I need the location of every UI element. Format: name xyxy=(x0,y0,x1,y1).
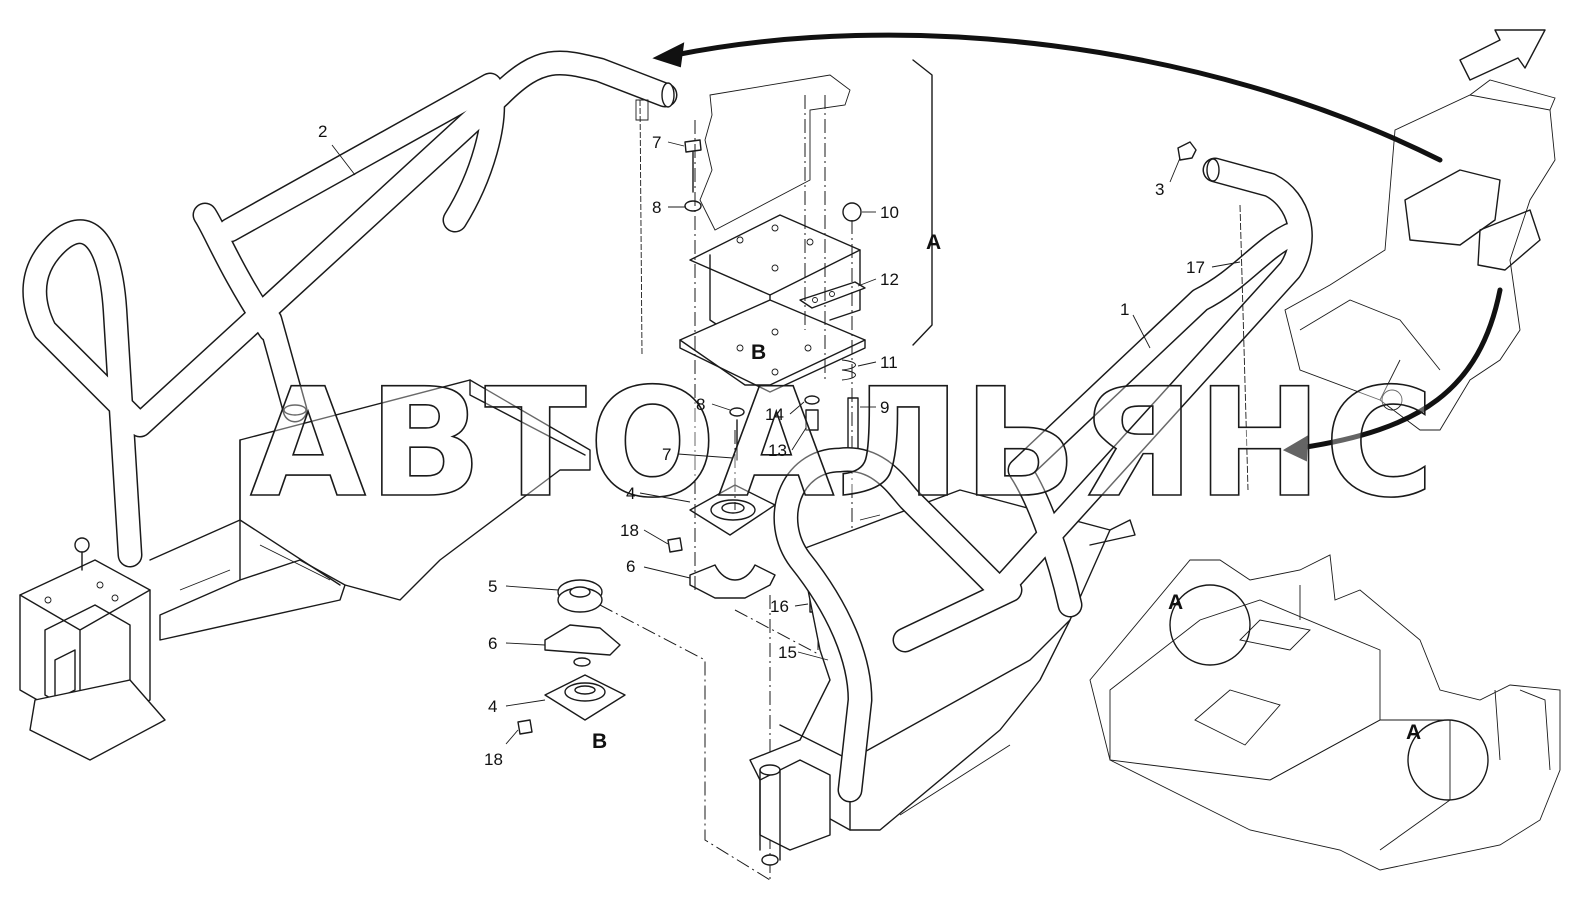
detail-view-a xyxy=(1089,554,1561,871)
callout-7-top: 7 xyxy=(652,133,661,152)
machine-overview xyxy=(1284,29,1556,431)
callout-18-mid: 18 xyxy=(620,521,639,540)
callout-8-mid: 8 xyxy=(696,395,705,414)
view-label-a-detail-1: A xyxy=(1168,591,1183,614)
callout-1: 1 xyxy=(1120,300,1129,319)
callout-labels: 2 7 8 10 12 11 8 14 9 7 13 4 18 6 5 6 4 … xyxy=(318,122,1205,769)
callout-15: 15 xyxy=(778,643,797,662)
callout-12: 12 xyxy=(880,270,899,289)
callout-10: 10 xyxy=(880,203,899,222)
callout-4-mid: 4 xyxy=(626,484,635,503)
view-label-b-bearing: B xyxy=(592,730,607,753)
callout-8-top: 8 xyxy=(652,198,661,217)
right-frame-assembly xyxy=(749,141,1313,866)
view-letters: A B B A A xyxy=(592,231,1421,753)
callout-7-mid: 7 xyxy=(662,445,671,464)
callout-6-low: 6 xyxy=(488,634,497,653)
view-label-a-detail-2: A xyxy=(1406,721,1421,744)
callout-6-mid: 6 xyxy=(626,557,635,576)
callout-18-low: 18 xyxy=(484,750,503,769)
left-frame-assembly xyxy=(19,50,678,761)
watermark: АВТОАЛЬЯНС xyxy=(250,357,1436,531)
reference-arrows xyxy=(652,32,1503,462)
callout-11: 11 xyxy=(880,353,898,372)
callout-5: 5 xyxy=(488,577,497,596)
view-label-b-plate: B xyxy=(751,341,766,364)
callout-14: 14 xyxy=(765,405,784,424)
callout-13: 13 xyxy=(768,441,787,460)
callout-17: 17 xyxy=(1186,258,1205,277)
leader-lines xyxy=(331,141,1241,745)
callout-4-low: 4 xyxy=(488,697,497,716)
callout-3: 3 xyxy=(1155,180,1164,199)
callout-16: 16 xyxy=(770,597,789,616)
callout-2: 2 xyxy=(318,122,327,141)
callout-9: 9 xyxy=(880,398,889,417)
view-label-a-bracket: A xyxy=(926,231,941,254)
